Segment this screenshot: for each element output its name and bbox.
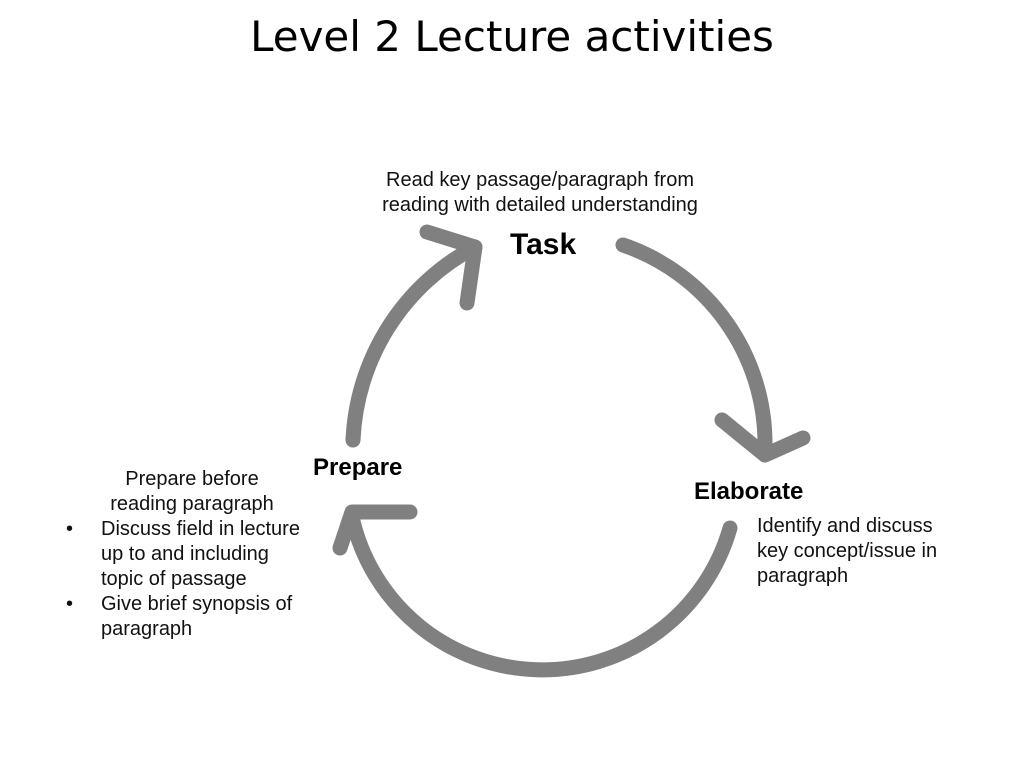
- bullet-line: up to and including: [101, 543, 269, 565]
- bullet-line: Give brief synopsis of: [101, 593, 293, 615]
- prepare-intro: Prepare before reading paragraph: [66, 467, 292, 517]
- prepare-bullet-list: • Discuss field in lecture up to and inc…: [66, 517, 346, 642]
- task-description: Read key passage/paragraph from reading …: [340, 168, 740, 218]
- bullet-marker: •: [66, 593, 74, 615]
- elaborate-description-line: key concept/issue in: [757, 540, 938, 562]
- bullet-line: Discuss field in lecture: [101, 518, 300, 540]
- arrowhead-elaborate: [714, 412, 811, 463]
- prepare-intro-line: Prepare before: [125, 468, 259, 490]
- slide-title: Level 2 Lecture activities: [250, 12, 774, 61]
- prepare-intro-line: reading paragraph: [110, 493, 274, 515]
- bullet-line: topic of passage: [101, 568, 247, 590]
- prepare-bullet-item: • Give brief synopsis of paragraph: [66, 592, 346, 642]
- prepare-description: Prepare before reading paragraph • Discu…: [66, 467, 346, 642]
- elaborate-description-line: Identify and discuss: [757, 515, 933, 537]
- task-description-line: Read key passage/paragraph from: [386, 169, 694, 191]
- bullet-marker: •: [66, 518, 74, 540]
- arrow-elaborate-to-prepare: [344, 509, 738, 678]
- arrow-prepare-to-task: [345, 239, 483, 448]
- bullet-line: paragraph: [101, 618, 193, 640]
- task-description-line: reading with detailed understanding: [382, 194, 698, 216]
- stage-label-prepare: Prepare: [313, 454, 403, 481]
- elaborate-description-line: paragraph: [757, 565, 849, 587]
- prepare-bullet-item: • Discuss field in lecture up to and inc…: [66, 517, 346, 592]
- arrow-task-to-elaborate: [615, 237, 773, 453]
- stage-label-task: Task: [510, 228, 577, 261]
- elaborate-description: Identify and discuss key concept/issue i…: [757, 514, 997, 589]
- arrowhead-prepare: [332, 504, 418, 556]
- stage-label-elaborate: Elaborate: [694, 478, 804, 505]
- arrowhead-task: [419, 224, 483, 311]
